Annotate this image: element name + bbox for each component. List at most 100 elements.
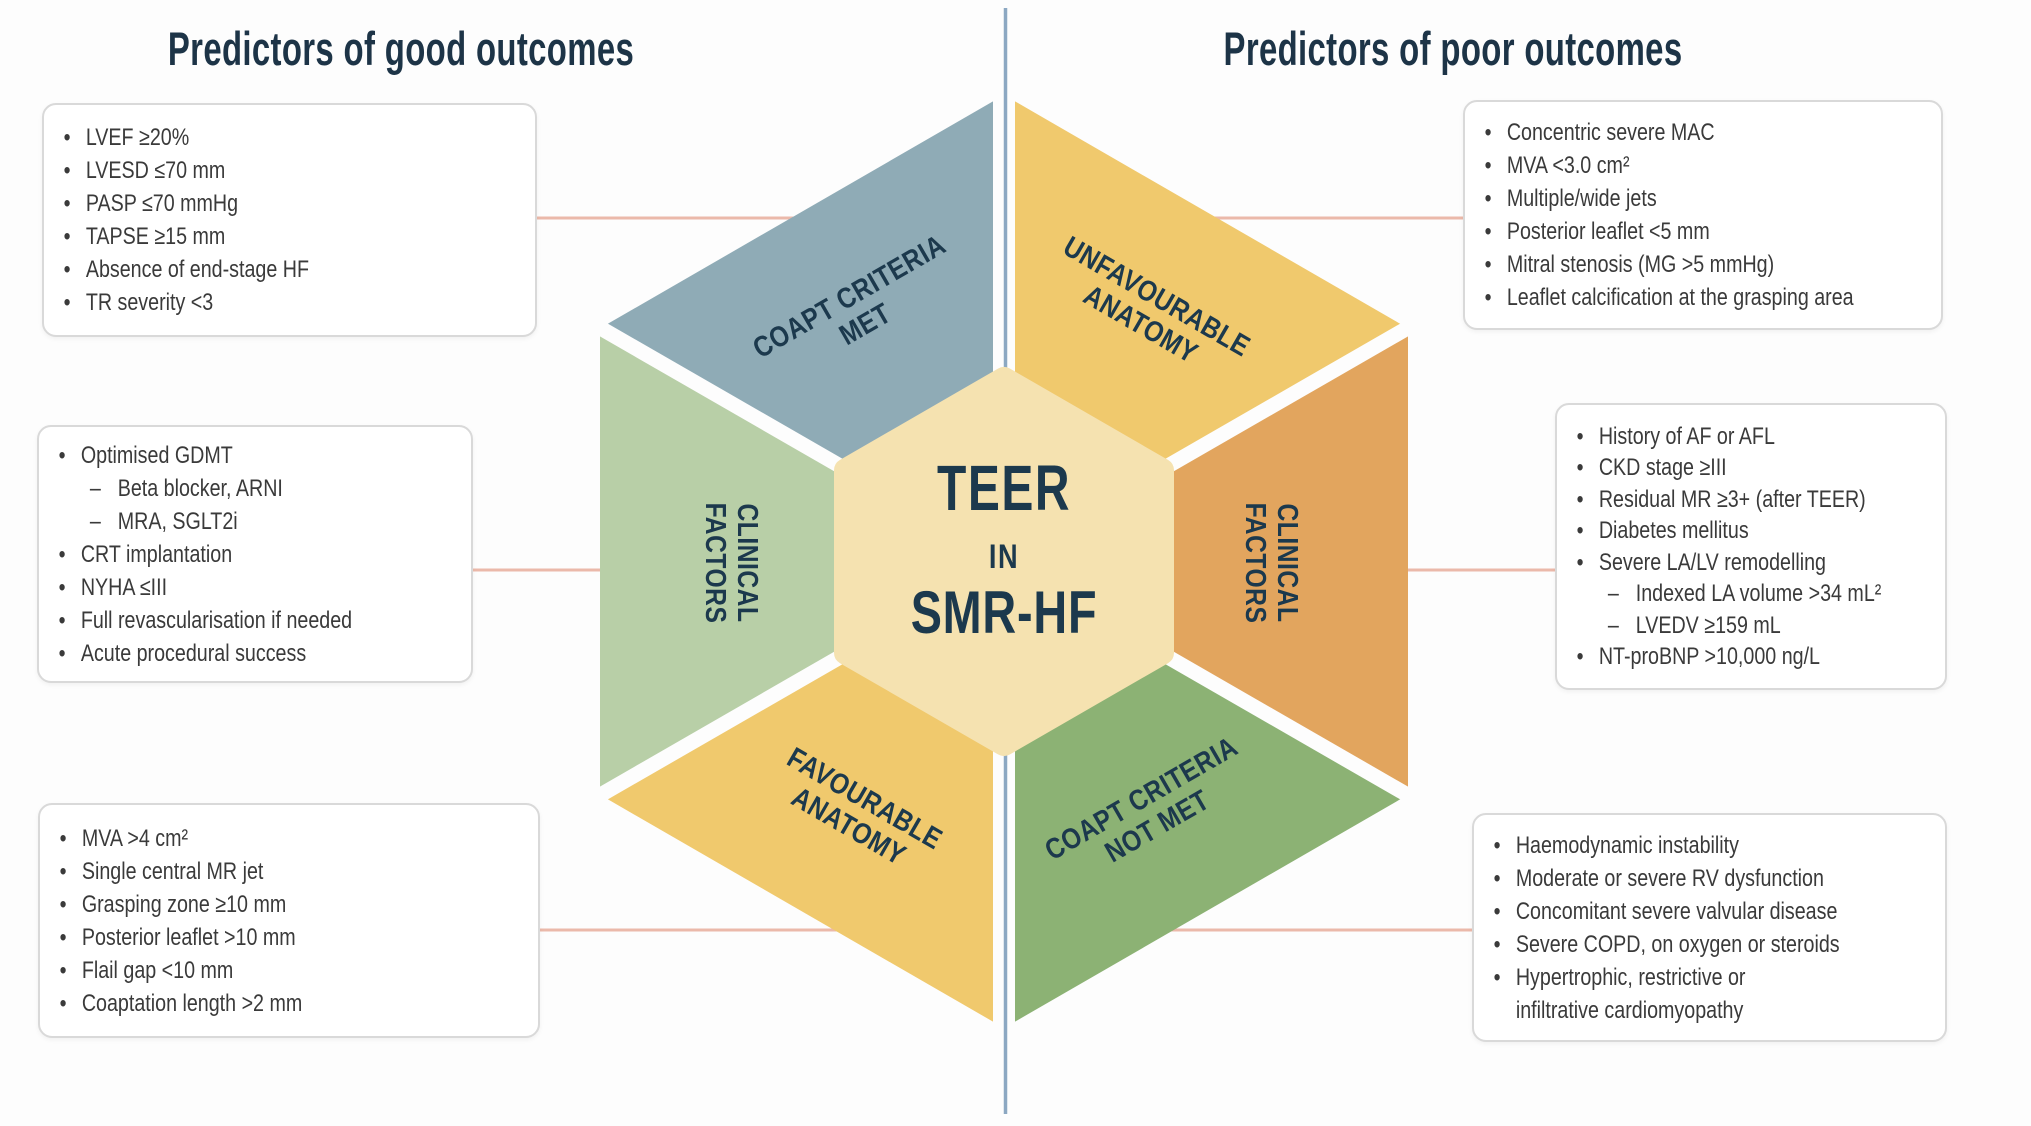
bullet-marker: • [1484, 284, 1492, 311]
predictor-box-favourable-anatomy: •MVA >4 cm² •Single central MR jet •Gras… [38, 803, 540, 1038]
list-item: •Haemodynamic instability [1494, 829, 1942, 862]
list-item: •Diabetes mellitus [1577, 515, 1942, 547]
segment-unfavourable-anatomy [1004, 95, 1408, 465]
bullet-marker: • [59, 890, 67, 918]
bullet-marker: • [58, 540, 66, 568]
list-item-continuation: infiltrative cardiomyopathy [1494, 994, 1942, 1027]
bullet-marker: • [58, 639, 66, 667]
list-item: •Severe LA/LV remodelling [1577, 547, 1942, 579]
list-item: •NYHA ≤III [59, 571, 468, 604]
list-item: •TR severity <3 [64, 286, 531, 319]
bullet-marker: • [58, 573, 66, 601]
label-clinical-factors-right: CLINICAL FACTORS [1240, 503, 1304, 624]
segment-gap [586, 646, 851, 808]
list-item: •NT-proBNP >10,000 ng/L [1577, 641, 1942, 673]
dash-marker: – [1607, 580, 1619, 607]
bullet-marker: • [1493, 963, 1501, 991]
predictor-box-coapt-not-met: •Haemodynamic instability •Moderate or s… [1472, 813, 1947, 1042]
bullet-marker: • [59, 824, 67, 852]
bullet-marker: • [1484, 152, 1492, 179]
label-clinical-factors-left: CLINICAL FACTORS [700, 503, 764, 624]
bullet-marker: • [1576, 643, 1584, 670]
bullet-marker: • [59, 857, 67, 885]
predictor-box-coapt-met: •LVEF ≥20% •LVESD ≤70 mm •PASP ≤70 mmHg … [42, 103, 537, 337]
list-item: •Acute procedural success [59, 637, 468, 670]
center-title-teer: TEER [937, 452, 1071, 523]
list-item: •Single central MR jet [60, 855, 534, 888]
heading-good-outcomes: Predictors of good outcomes [168, 22, 634, 75]
list-item: •Leaflet calcification at the grasping a… [1485, 281, 1938, 314]
bullet-marker [1494, 994, 1516, 1027]
list-item: •Severe COPD, on oxygen or steroids [1494, 928, 1942, 961]
list-item: •CRT implantation [59, 538, 468, 571]
label-line: CLINICAL [1272, 503, 1304, 622]
bullet-marker: • [1576, 454, 1584, 481]
list-item: •History of AF or AFL [1577, 421, 1942, 453]
heading-poor-outcomes: Predictors of poor outcomes [1224, 22, 1683, 75]
list-item: •LVEF ≥20% [64, 121, 531, 154]
list-item: •PASP ≤70 mmHg [64, 187, 531, 220]
list-item: •Residual MR ≥3+ (after TEER) [1577, 484, 1942, 516]
list-subitem: –Indexed LA volume >34 mL² [1577, 578, 1942, 610]
segment-coapt-criteria-not-met [1004, 658, 1408, 1028]
segment-gap [586, 315, 851, 477]
bullet-marker: • [1484, 119, 1492, 146]
label-line: CLINICAL [732, 503, 764, 622]
bullet-marker: • [1484, 218, 1492, 245]
list-item: •TAPSE ≥15 mm [64, 220, 531, 253]
label-line: FACTORS [1240, 503, 1272, 624]
predictor-box-clinical-factors-poor: •History of AF or AFL •CKD stage ≥III •R… [1555, 403, 1947, 690]
bullet-marker: • [58, 606, 66, 634]
bullet-marker: • [63, 289, 71, 316]
center-hexagon [834, 367, 1174, 756]
list-item: •Coaptation length >2 mm [60, 987, 534, 1020]
list-item: •Concomitant severe valvular disease [1494, 895, 1942, 928]
segment-gap [1157, 646, 1422, 808]
list-item: •Optimised GDMT [59, 439, 468, 472]
center-title-smr-hf: SMR-HF [911, 579, 1098, 646]
list-item: •Full revascularisation if needed [59, 604, 468, 637]
dash-marker: – [1607, 611, 1619, 639]
list-item: •Grasping zone ≥10 mm [60, 888, 534, 921]
bullet-marker: • [1493, 831, 1501, 859]
bullet-marker: • [59, 923, 67, 951]
bullet-marker: • [1493, 897, 1501, 925]
list-item: •MVA <3.0 cm² [1485, 149, 1938, 182]
list-item: •LVESD ≤70 mm [64, 154, 531, 187]
list-item: •Moderate or severe RV dysfunction [1494, 862, 1942, 895]
list-item: •Flail gap <10 mm [60, 954, 534, 987]
bullet-marker: • [1493, 864, 1501, 892]
bullet-marker: • [63, 190, 71, 217]
segment-gap [1157, 315, 1422, 477]
label-line: FACTORS [700, 503, 732, 624]
bullet-marker: • [59, 989, 67, 1017]
bullet-marker: • [63, 223, 71, 250]
list-item: •Multiple/wide jets [1485, 182, 1938, 215]
segment-clinical-factors-right [1172, 328, 1408, 795]
center-title-in: IN [989, 537, 1019, 576]
bullet-marker: • [1484, 251, 1492, 278]
segment-favourable-anatomy [600, 658, 1004, 1028]
list-item: •Mitral stenosis (MG >5 mmHg) [1485, 248, 1938, 281]
bullet-marker: • [1576, 548, 1584, 576]
list-item: •Posterior leaflet <5 mm [1485, 215, 1938, 248]
list-subitem: –LVEDV ≥159 mL [1577, 610, 1942, 642]
predictor-box-unfavourable-anatomy: •Concentric severe MAC •MVA <3.0 cm² •Mu… [1463, 100, 1943, 330]
bullet-marker: • [63, 124, 71, 151]
bullet-marker: • [1576, 517, 1584, 544]
bullet-marker: • [1576, 422, 1584, 450]
list-item: •Posterior leaflet >10 mm [60, 921, 534, 954]
segment-coapt-criteria-met [600, 95, 1004, 465]
list-item: •Absence of end-stage HF [64, 253, 531, 286]
dash-marker: – [89, 474, 101, 502]
dash-marker: – [89, 507, 101, 535]
bullet-marker: • [58, 441, 66, 469]
list-item: •Hypertrophic, restrictive or [1494, 961, 1942, 994]
list-item: •CKD stage ≥III [1577, 452, 1942, 484]
list-item: •Concentric severe MAC [1485, 116, 1938, 149]
segment-clinical-factors-left [600, 328, 836, 795]
bullet-marker: • [63, 256, 71, 283]
list-subitem: –MRA, SGLT2i [59, 505, 468, 538]
